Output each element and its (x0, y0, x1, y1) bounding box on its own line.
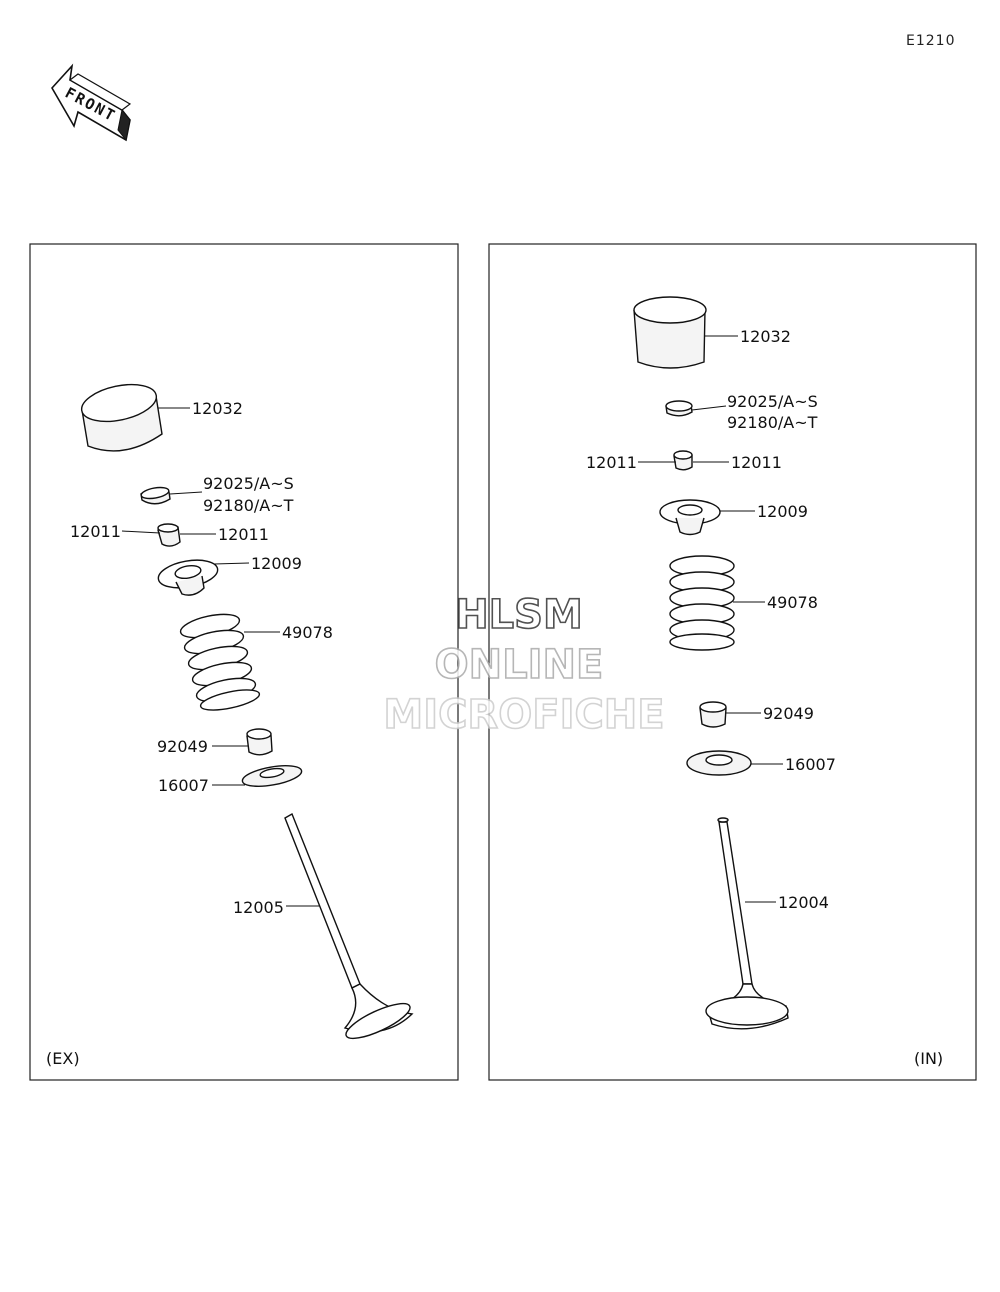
intake-seat-label: 16007 (785, 755, 836, 774)
exhaust-valve[interactable] (284, 812, 414, 1045)
intake-seat[interactable] (686, 750, 752, 776)
intake-valve[interactable] (705, 817, 789, 1030)
exhaust-cotter-label-right: 12011 (218, 525, 269, 544)
exhaust-spring[interactable] (179, 610, 261, 714)
exhaust-shim-label-b: 92180/A~T (203, 496, 294, 515)
exhaust-valve-label: 12005 (233, 898, 284, 917)
intake-tappet[interactable] (633, 296, 707, 369)
exhaust-cotter-label-left: 12011 (70, 522, 121, 541)
exhaust-retainer[interactable] (156, 556, 220, 596)
intake-tappet-label: 12032 (740, 327, 791, 346)
intake-cotter-label-left: 12011 (586, 453, 637, 472)
exhaust-retainer-label: 12009 (251, 554, 302, 573)
exhaust-spring-label: 49078 (282, 623, 333, 642)
intake-retainer[interactable] (659, 499, 721, 536)
watermark-line1: HLSM (455, 592, 583, 638)
exhaust-tappet[interactable] (78, 378, 163, 452)
exhaust-cotter[interactable] (157, 523, 181, 547)
diagram-code: E1210 (906, 33, 955, 49)
watermark-line3: MICROFICHE (383, 692, 664, 738)
panel-exhaust-frame (29, 243, 459, 1081)
intake-valve-label: 12004 (778, 893, 829, 912)
exhaust-tag: (EX) (46, 1049, 80, 1068)
front-arrow-icon: FRONT (51, 63, 132, 142)
watermark-line2: ONLINE (435, 642, 604, 688)
intake-cotter[interactable] (673, 450, 693, 471)
intake-spring-label: 49078 (767, 593, 818, 612)
intake-retainer-label: 12009 (757, 502, 808, 521)
intake-tag: (IN) (914, 1049, 943, 1068)
intake-spring[interactable] (669, 555, 735, 651)
exhaust-seat-label: 16007 (158, 776, 209, 795)
exhaust-seal[interactable] (246, 728, 273, 756)
watermark: HLSM ONLINE MICROFICHE (383, 591, 666, 739)
panel-intake: 12032 92025/A~S 92180/A~T 12011 12011 12… (488, 243, 977, 1081)
intake-shim-label-b: 92180/A~T (727, 413, 818, 432)
exhaust-shim-label-a: 92025/A~S (203, 474, 294, 493)
panel-exhaust: 12032 92025/A~S 92180/A~T 12011 12011 12… (29, 243, 459, 1081)
intake-seal-label: 92049 (763, 704, 814, 723)
intake-shim-label-a: 92025/A~S (727, 392, 818, 411)
intake-shim[interactable] (665, 400, 693, 417)
exhaust-seat[interactable] (241, 762, 303, 790)
panel-intake-frame (488, 243, 977, 1081)
exhaust-tappet-label: 12032 (192, 399, 243, 418)
intake-seal[interactable] (699, 701, 727, 728)
exhaust-shim[interactable] (140, 486, 171, 505)
exhaust-seal-label: 92049 (157, 737, 208, 756)
intake-cotter-label-right: 12011 (731, 453, 782, 472)
